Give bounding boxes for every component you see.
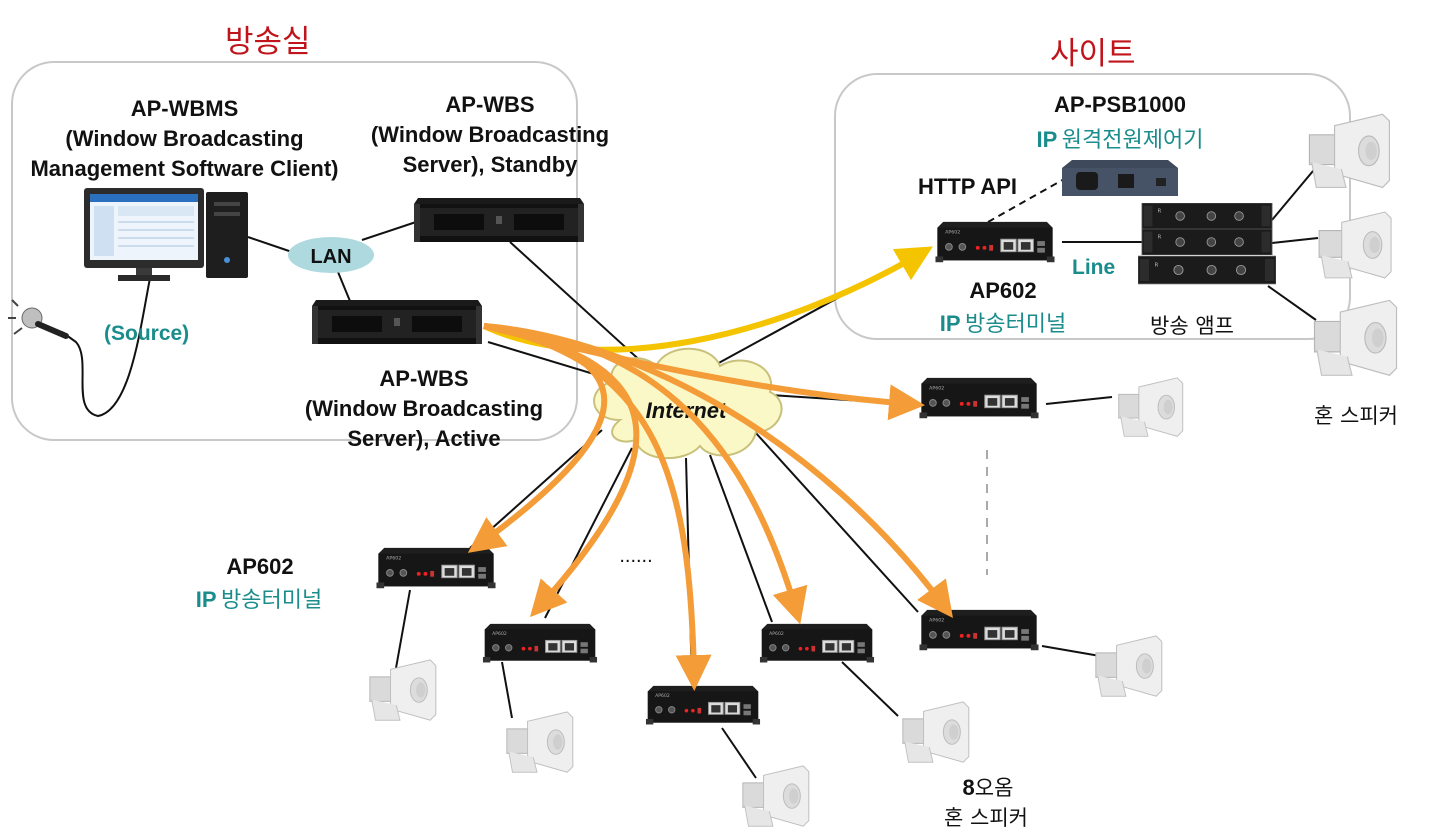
terminal-4-icon [759,623,875,664]
wbms-desc-line1: (Window Broadcasting [65,126,304,151]
wbs-active-title: AP-WBS [379,366,469,391]
wbs-standby-desc-line1: (Window Broadcasting [370,122,610,147]
psb-subtitle: IP 원격전원제어기 [1010,122,1230,154]
terminal-right-icon [918,377,1040,419]
horn-speaker-icon [369,659,437,721]
broadcast-arrows-orange [467,323,953,691]
wbms-label: AP-WBMS (Window Broadcasting Management … [12,94,357,184]
site-terminal-icon [934,221,1056,263]
remote-ap602-subtitle: IP 방송터미널 [176,582,342,614]
horn-speaker-icon [506,711,574,773]
site-ap602-subtitle: IP 방송터미널 [920,306,1086,338]
wbms-desc-line2: Management Software Client) [30,156,339,181]
horn-speaker-icon [1095,635,1163,697]
studio-title: 방송실 [225,24,311,60]
horn-speaker-icon [1318,211,1392,279]
horn-speaker-icon [1308,113,1391,189]
site-ap602-desc: 방송터미널 [965,312,1067,337]
wbs-active-desc-line2: Server), Active [347,426,501,451]
horn-speaker-icon [902,701,970,763]
source-label: (Source) [104,322,190,345]
more-terminals-ellipsis: ...... [619,545,652,567]
studio-room-outline [11,61,578,441]
wbs-standby-desc-line2: Server), Standby [402,152,578,177]
microphone-icon [8,299,69,339]
http-api-label: HTTP API [918,174,1018,199]
psb-desc: 원격전원제어기 [1061,128,1204,153]
line-label: Line [1072,256,1116,279]
lan-label: LAN [310,246,351,268]
amp-label: 방송 앰프 [1150,314,1234,338]
broadcast-arrow-yellow [482,246,933,353]
ohm-unit: 오옴 [974,776,1014,800]
amplifier-stack-icon [1138,203,1276,285]
standby-server-icon [414,198,584,242]
terminal-1-icon [375,547,497,589]
horn-speaker-icon [1313,299,1398,376]
site-title: 사이트 [1050,36,1136,72]
horn-speaker-icon [1118,377,1184,437]
wbs-standby-title: AP-WBS [445,92,535,117]
power-controller-icon [1062,160,1178,196]
site-horn-label: 혼 스피커 [1314,404,1398,428]
terminal-3-icon [645,685,761,726]
ohm-value: 8 [962,775,975,800]
wbs-standby-label: AP-WBS (Window Broadcasting Server), Sta… [360,90,620,180]
remote-horn-label: 혼 스피커 [944,806,1028,830]
terminal-2-icon [482,623,598,663]
terminal-5-icon [918,609,1040,651]
wbs-active-label: AP-WBS (Window Broadcasting Server), Act… [294,364,554,454]
active-server-icon [312,300,482,344]
site-ap602-title: AP602 [969,278,1037,303]
remote-ap602-title: AP602 [226,554,294,579]
psb-ip: IP [1036,127,1058,152]
wbms-title: AP-WBMS [130,96,239,121]
remote-ap602-ip: IP [195,587,217,612]
site-ap602-ip: IP [939,311,961,336]
pc-workstation-icon [84,188,248,281]
wbs-active-desc-line1: (Window Broadcasting [304,396,544,421]
http-api-dashed-line [987,177,1067,223]
site-room-outline [834,73,1351,340]
ohm-label: 8오옴 [948,772,1028,802]
remote-ap602-desc: 방송터미널 [221,588,323,613]
psb-title: AP-PSB1000 [1053,92,1187,117]
lan-bubble [288,237,374,273]
